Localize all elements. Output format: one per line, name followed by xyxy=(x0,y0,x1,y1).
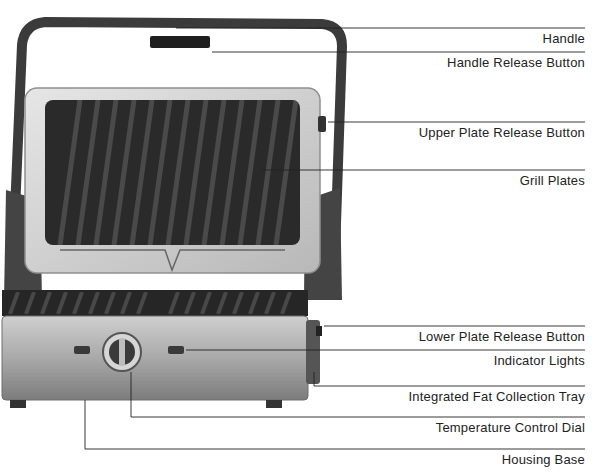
dial-knob xyxy=(109,339,135,365)
indicator-light xyxy=(74,346,90,354)
part-label: Grill Plates xyxy=(520,173,585,188)
part-label: Temperature Control Dial xyxy=(436,420,585,435)
part-label: Lower Plate Release Button xyxy=(419,329,585,344)
upper-lid xyxy=(25,88,320,273)
plate-ridges xyxy=(60,100,296,245)
dial-grip xyxy=(119,338,125,366)
foot xyxy=(10,400,26,408)
temperature-dial xyxy=(103,333,141,371)
part-label: Indicator Lights xyxy=(494,353,585,368)
lower-grill-plate xyxy=(2,290,308,316)
lid-edge xyxy=(60,250,285,270)
housing-base xyxy=(2,316,308,400)
upper-grill-plate xyxy=(45,100,300,245)
part-label: Handle xyxy=(543,31,585,46)
upper-release-button xyxy=(318,116,326,132)
part-label: Housing Base xyxy=(502,452,585,467)
leader-lines xyxy=(85,28,585,449)
part-label: Handle Release Button xyxy=(447,55,585,70)
part-label: Upper Plate Release Button xyxy=(419,125,585,140)
part-label: Integrated Fat Collection Tray xyxy=(408,389,585,404)
lower-release-button xyxy=(316,326,322,336)
handle-frame xyxy=(12,22,342,282)
foot xyxy=(266,400,282,408)
indicator-light xyxy=(168,346,184,354)
handle-release-button xyxy=(150,36,210,48)
lower-ridges xyxy=(10,292,290,314)
